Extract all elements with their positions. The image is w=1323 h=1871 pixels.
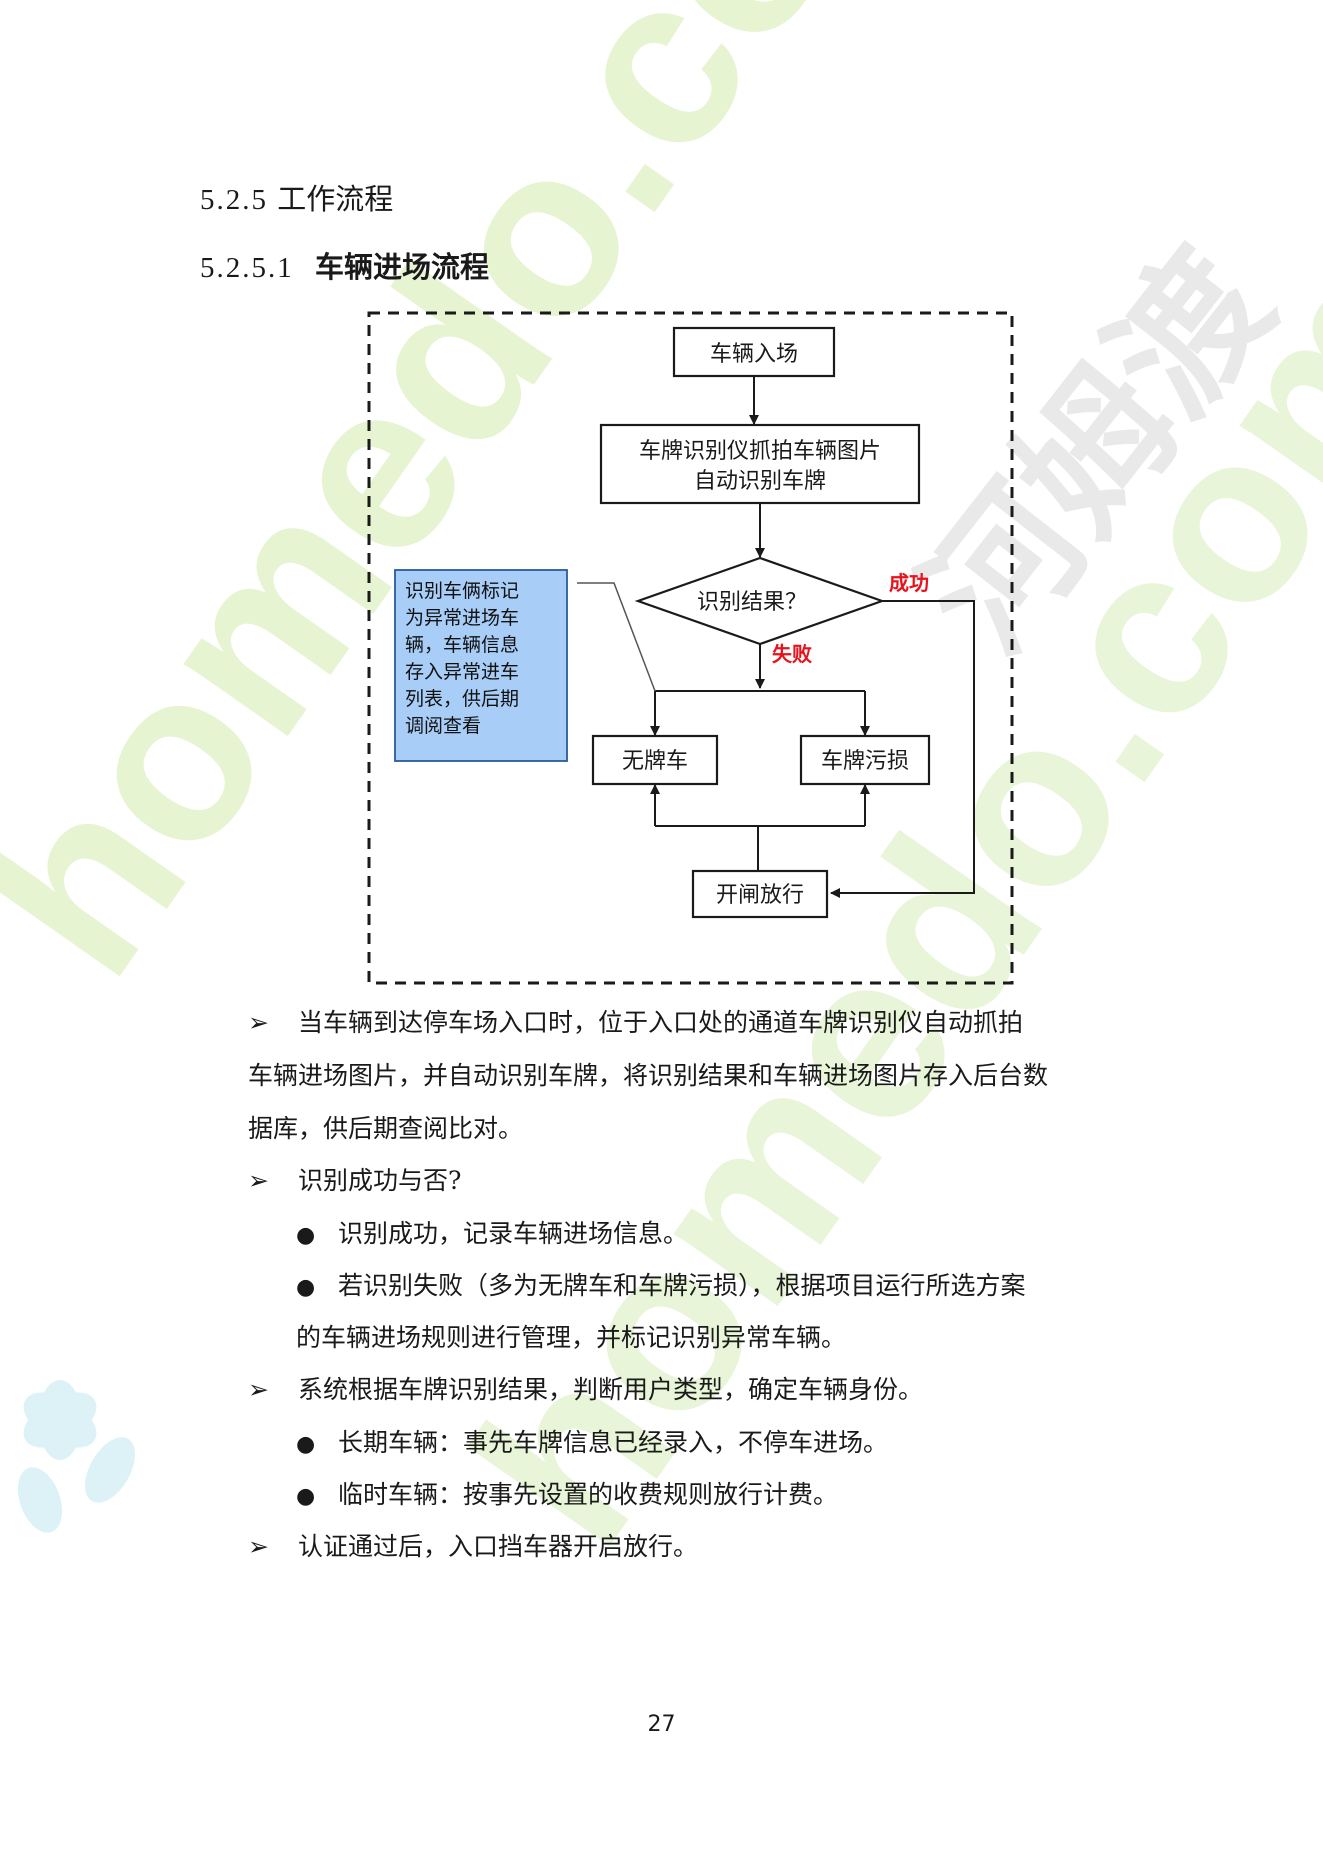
note-line-6: 调阅查看: [405, 715, 481, 737]
arrow-bullet-icon: ➢: [248, 1375, 269, 1404]
section-heading: 5.2.5 工作流程: [200, 176, 393, 218]
flowchart: 车辆入场 车牌识别仪抓拍车辆图片 自动识别车牌 识别结果？ 成功 失败 无牌车 …: [367, 311, 1014, 985]
bullet-text: 识别成功，记录车辆进场信息。: [338, 1219, 689, 1248]
paragraph-continuation: 车辆进场图片，并自动识别车牌，将识别结果和车辆进场图片存入后台数: [248, 1049, 1128, 1102]
no-plate-label: 无牌车: [622, 749, 688, 774]
arrow-bullet-icon: ➢: [248, 1166, 269, 1195]
paragraph-entry-capture: ➢ 当车辆到达停车场入口时，位于入口处的通道车牌识别仪自动抓拍: [248, 996, 1128, 1049]
subsection-number: 5.2.5.1: [200, 252, 294, 284]
bullet-item: ● 若识别失败（多为无牌车和车牌污损），根据项目运行所选方案: [296, 1259, 1128, 1314]
fail-label: 失败: [772, 642, 812, 666]
paragraph-text: 系统根据车牌识别结果，判断用户类型，确定车辆身份。: [298, 1375, 924, 1404]
dashed-frame: [367, 311, 1014, 985]
note-line-3: 辆，车辆信息: [405, 634, 519, 656]
bullet-item: ● 临时车辆：按事先设置的收费规则放行计费。: [296, 1468, 1128, 1523]
paragraph-user-type: ➢ 系统根据车牌识别结果，判断用户类型，确定车辆身份。: [248, 1363, 1128, 1416]
round-bullet-icon: ●: [296, 1432, 316, 1457]
paragraph-recognition-question: ➢ 识别成功与否?: [248, 1154, 1128, 1207]
bullet-text: 临时车辆：按事先设置的收费规则放行计费。: [338, 1480, 839, 1509]
gate-open-label: 开闸放行: [716, 883, 804, 908]
round-bullet-icon: ●: [296, 1275, 316, 1300]
watermark-logo-flower: [17, 1380, 135, 1533]
paragraph-text: 当车辆到达停车场入口时，位于入口处的通道车牌识别仪自动抓拍: [298, 1008, 1024, 1037]
arrow-success-gate: [830, 600, 975, 898]
capture-label-2: 自动识别车牌: [694, 469, 826, 494]
bullet-item: ● 识别成功，记录车辆进场信息。: [296, 1207, 1128, 1262]
section-title: 工作流程: [277, 182, 394, 216]
page-number: 27: [647, 1712, 676, 1737]
bullet-continuation: 的车辆进场规则进行管理，并标记识别异常车辆。: [296, 1311, 1128, 1364]
paragraph-text: 认证通过后，入口挡车器开启放行。: [298, 1532, 699, 1561]
note-line-1: 识别车俩标记: [405, 580, 519, 602]
decision-label: 识别结果？: [697, 590, 807, 615]
note-line-5: 列表，供后期: [405, 688, 519, 710]
capture-label-1: 车牌识别仪抓拍车辆图片: [639, 439, 881, 464]
paragraph-gate-open: ➢ 认证通过后，入口挡车器开启放行。: [248, 1520, 1128, 1573]
bullet-item: ● 长期车辆：事先车牌信息已经录入，不停车进场。: [296, 1416, 1128, 1471]
arrow-bullet-icon: ➢: [248, 1532, 269, 1561]
gate-open-box: [691, 869, 829, 919]
capture-box: [599, 423, 921, 505]
note-line-2: 为异常进场车: [405, 607, 519, 629]
note-line-4: 存入异常进车: [405, 661, 519, 683]
start-box: [672, 326, 836, 378]
round-bullet-icon: ●: [296, 1484, 316, 1509]
arrow-bullet-icon: ➢: [248, 1008, 269, 1037]
bullet-text: 若识别失败（多为无牌车和车牌污损），根据项目运行所选方案: [338, 1271, 1026, 1300]
round-bullet-icon: ●: [296, 1223, 316, 1248]
bullet-text: 长期车辆：事先车牌信息已经录入，不停车进场。: [338, 1428, 889, 1457]
note-connector: [577, 582, 656, 692]
success-label: 成功: [889, 571, 929, 595]
paragraph-continuation: 据库，供后期查阅比对。: [248, 1102, 1128, 1155]
start-label: 车辆入场: [710, 342, 798, 367]
paragraph-text: 据库，供后期查阅比对。: [248, 1114, 524, 1143]
bullet-text: 的车辆进场规则进行管理，并标记识别异常车辆。: [296, 1323, 847, 1352]
note-box: [394, 569, 568, 762]
plate-damaged-label: 车牌污损: [821, 749, 909, 774]
subsection-heading: 5.2.5.1 车辆进场流程: [200, 244, 489, 286]
section-number: 5.2.5: [200, 184, 268, 216]
paragraph-text: 车辆进场图片，并自动识别车牌，将识别结果和车辆进场图片存入后台数: [248, 1061, 1049, 1090]
subsection-title: 车辆进场流程: [314, 250, 489, 284]
paragraph-text: 识别成功与否?: [298, 1166, 462, 1195]
